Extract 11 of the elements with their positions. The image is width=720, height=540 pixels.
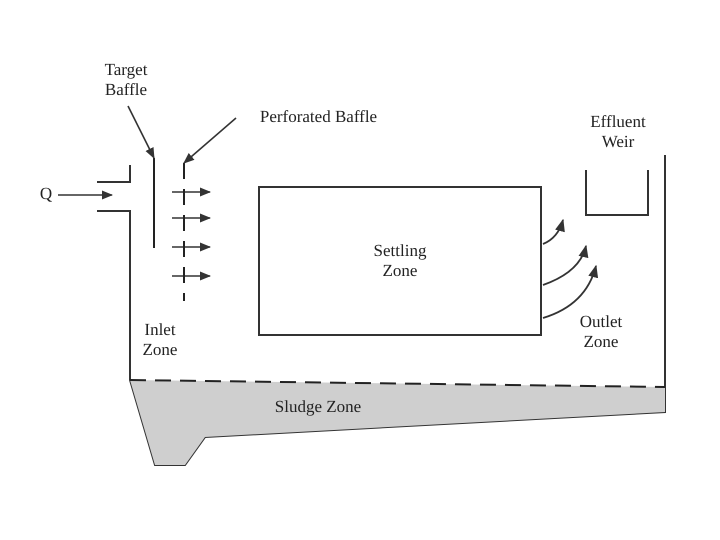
callout-label: Target Baffle bbox=[95, 60, 157, 104]
zone-label: Settling Zone bbox=[372, 241, 428, 281]
zone-label: Sludge Zone bbox=[274, 397, 362, 417]
zone-label: Inlet Zone bbox=[142, 320, 178, 360]
leader-line bbox=[127, 106, 155, 159]
flow-arrow bbox=[58, 190, 114, 200]
leader-line bbox=[183, 117, 237, 164]
zone-label: Outlet Zone bbox=[578, 312, 624, 352]
flow-label: Q bbox=[36, 184, 56, 206]
callout-label: Perforated Baffle bbox=[236, 107, 401, 129]
weir-label: Effluent Weir bbox=[589, 112, 647, 152]
